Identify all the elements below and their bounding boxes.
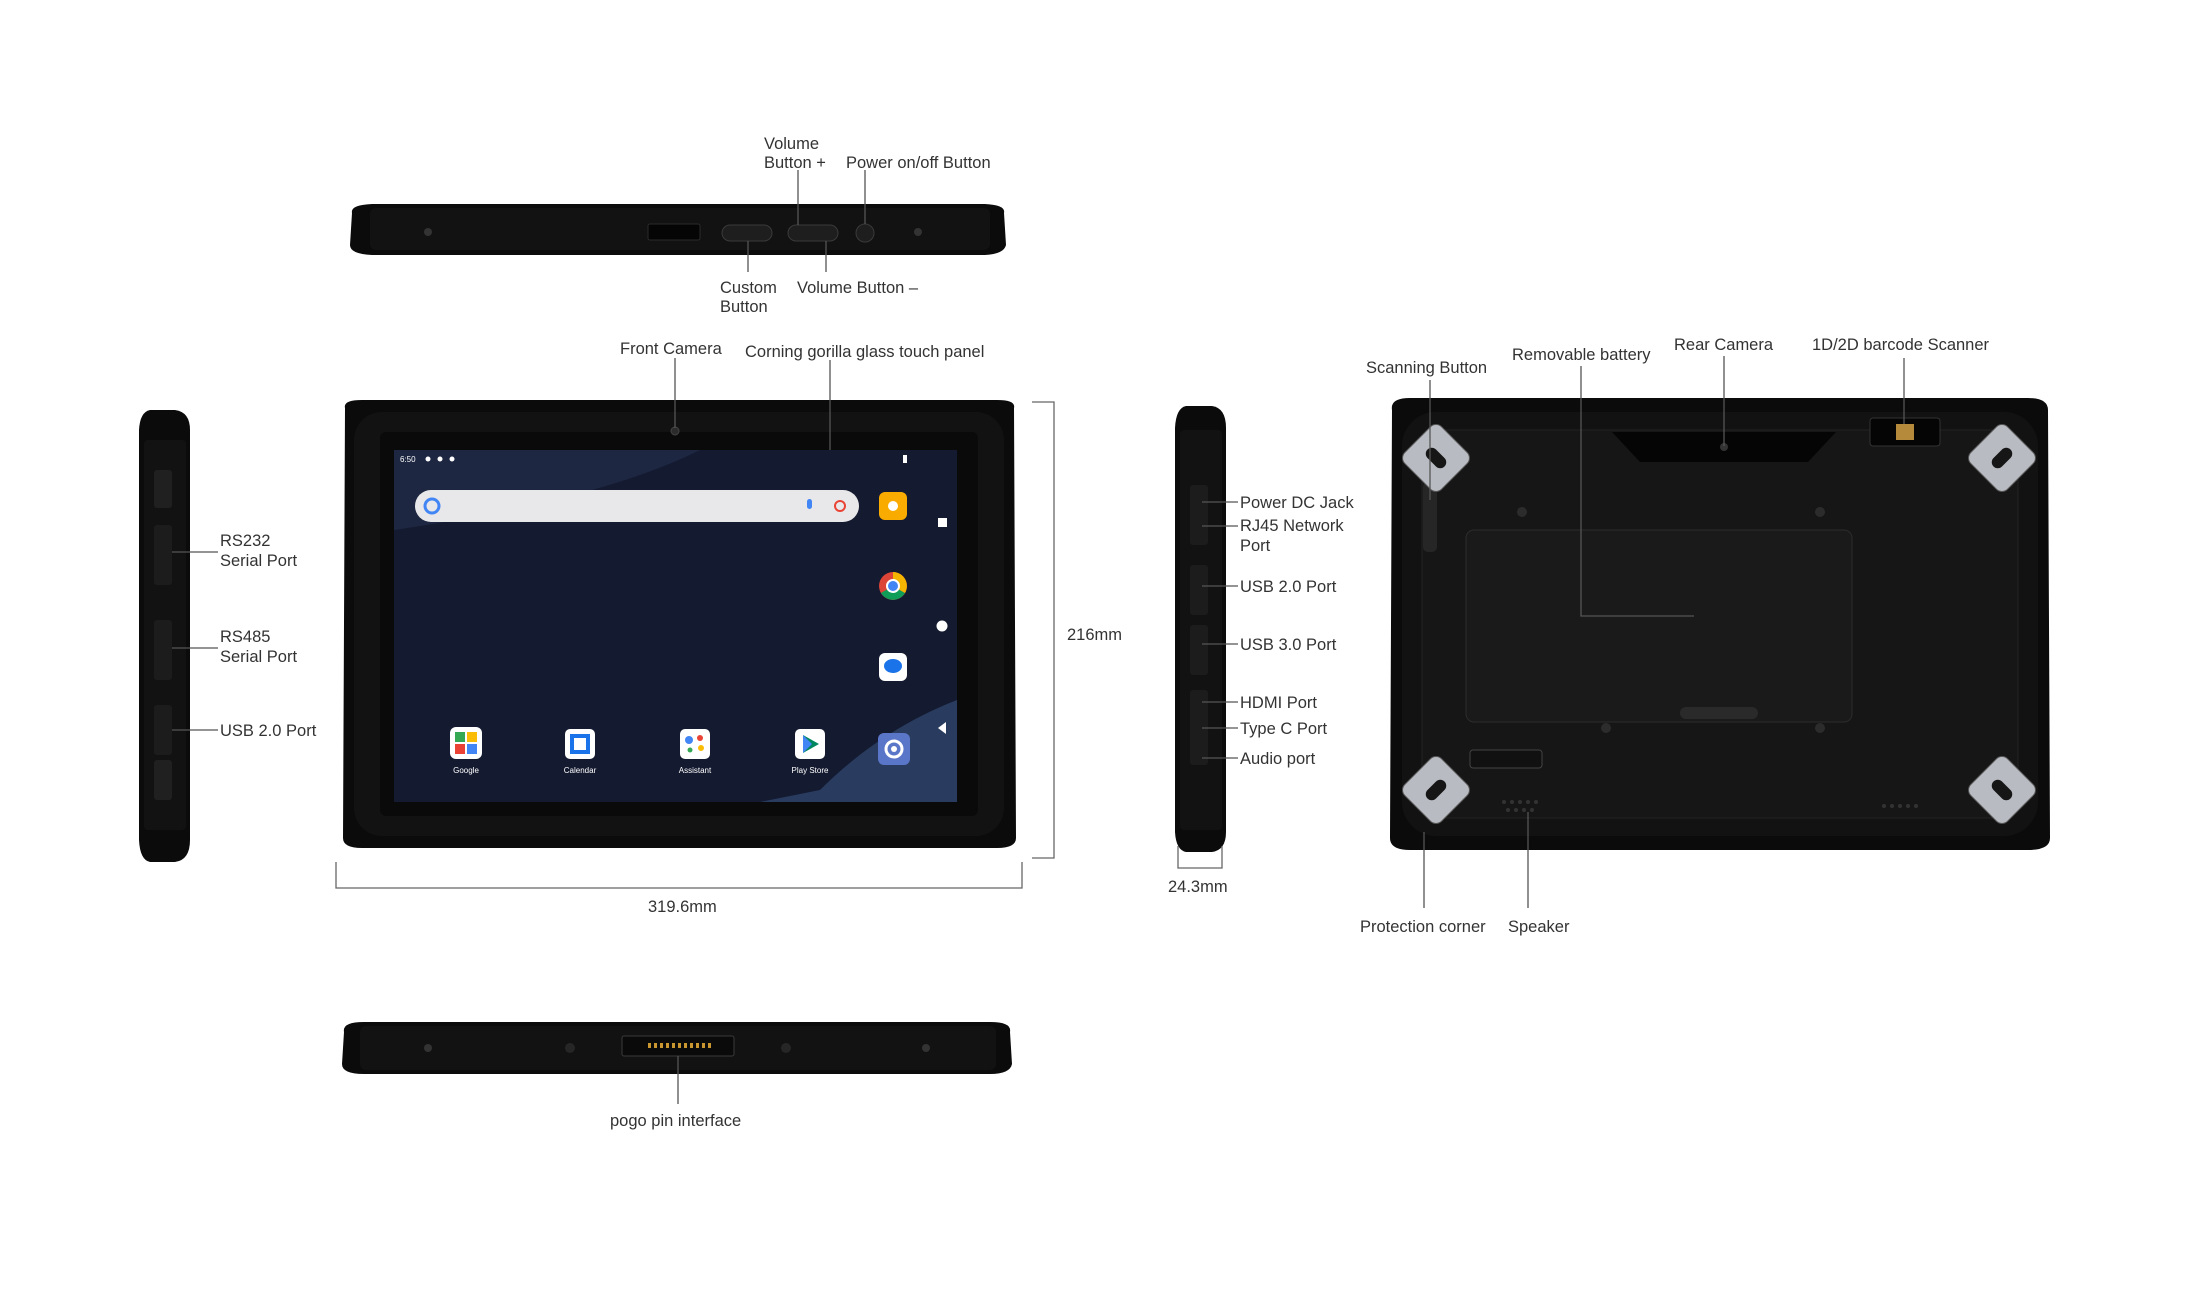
custom-button[interactable]: [721, 224, 773, 242]
touch-screen[interactable]: 6:50: [394, 450, 957, 802]
label-power-button: Power on/off Button: [846, 154, 991, 172]
port-cover: [154, 760, 172, 800]
label-usb30: USB 3.0 Port: [1240, 636, 1337, 654]
screw-icon: [424, 228, 432, 236]
rear-camera: [1720, 443, 1728, 451]
label-gorilla-glass: Corning gorilla glass touch panel: [745, 343, 984, 361]
label-rj45-2: Port: [1240, 537, 1271, 555]
label-rear-camera: Rear Camera: [1674, 336, 1774, 354]
search-bar[interactable]: [415, 490, 859, 522]
scanning-button[interactable]: [1423, 482, 1437, 552]
power-button[interactable]: [855, 223, 875, 243]
port-cover: [154, 620, 172, 680]
label-front-camera: Front Camera: [620, 340, 723, 358]
label-scanning-button: Scanning Button: [1366, 359, 1487, 377]
port-cover: [154, 470, 172, 508]
top-edge-view: [350, 204, 1006, 255]
status-icon: [437, 456, 443, 462]
screw-icon: [1601, 723, 1611, 733]
label-depth-dimension: 24.3mm: [1168, 878, 1228, 896]
app-label: Assistant: [679, 766, 712, 775]
app-assistant[interactable]: Assistant: [679, 729, 712, 775]
front-camera: [670, 426, 680, 436]
label-rs485-2: Serial Port: [220, 648, 297, 666]
label-usb20-left: USB 2.0 Port: [220, 722, 317, 740]
label-volume-plus-2: Button +: [764, 154, 826, 172]
screw-icon: [424, 1044, 432, 1052]
label-volume-plus-1: Volume: [764, 135, 819, 153]
screw-icon: [781, 1043, 791, 1053]
screw-icon: [565, 1043, 575, 1053]
label-volume-minus: Volume Button –: [797, 279, 919, 297]
front-view: 6:50: [343, 400, 1016, 848]
screw-icon: [922, 1044, 930, 1052]
battery-icon: [903, 455, 907, 463]
left-side-view: [139, 410, 190, 862]
protection-corner: [1402, 756, 1470, 824]
label-protection-corner: Protection corner: [1360, 918, 1486, 936]
protection-corner: [1968, 424, 2036, 492]
back-nav-button[interactable]: [938, 722, 946, 734]
label-height-dimension: 216mm: [1067, 626, 1122, 644]
label-custom-button-2: Button: [720, 298, 768, 316]
port-cover: [154, 525, 172, 585]
app-calendar[interactable]: Calendar: [564, 729, 597, 775]
lens-icon: [834, 500, 846, 512]
pogo-pin-interface: [621, 1035, 735, 1057]
rear-view: [1390, 398, 2050, 850]
label-rj45-1: RJ45 Network: [1240, 517, 1344, 535]
label-power-dc: Power DC Jack: [1240, 494, 1354, 512]
app-label: Calendar: [564, 766, 597, 775]
port-cover: [1190, 625, 1208, 675]
label-custom-button-1: Custom: [720, 279, 777, 297]
port-cover: [1190, 690, 1208, 765]
google-g-icon: [423, 497, 441, 515]
app-google[interactable]: Google: [450, 727, 482, 775]
microphone-icon: [807, 499, 812, 509]
screw-icon: [1815, 723, 1825, 733]
label-usb20-right: USB 2.0 Port: [1240, 578, 1337, 596]
screw-icon: [1815, 507, 1825, 517]
status-icon: [425, 456, 431, 462]
speaker-grille: [1502, 800, 1538, 812]
label-pogo-pin: pogo pin interface: [610, 1112, 741, 1130]
speaker-grille: [1882, 804, 1918, 808]
label-typec: Type C Port: [1240, 720, 1328, 738]
port-cover: [1190, 565, 1208, 615]
label-hdmi: HDMI Port: [1240, 694, 1317, 712]
status-time: 6:50: [400, 455, 416, 464]
label-speaker: Speaker: [1508, 918, 1570, 936]
right-side-view: [1175, 406, 1226, 852]
label-barcode-scanner: 1D/2D barcode Scanner: [1812, 336, 1990, 354]
settings-icon[interactable]: [878, 733, 910, 765]
battery-latch: [1680, 707, 1758, 719]
bottom-edge-view: [342, 1022, 1012, 1074]
protection-corner: [1402, 424, 1470, 492]
home-nav-button[interactable]: [936, 620, 948, 632]
app-label: Play Store: [792, 766, 829, 775]
label-rs232-2: Serial Port: [220, 552, 297, 570]
label-rs232-1: RS232: [220, 532, 270, 550]
status-icon: [449, 456, 455, 462]
protection-corner: [1968, 756, 2036, 824]
app-label: Google: [453, 766, 479, 775]
volume-button[interactable]: [787, 224, 839, 242]
port-cover: [154, 705, 172, 755]
screw-icon: [1517, 507, 1527, 517]
removable-battery: [1465, 529, 1853, 723]
recents-nav-button[interactable]: [938, 518, 947, 527]
app-play-store[interactable]: Play Store: [792, 729, 829, 775]
label-width-dimension: 319.6mm: [648, 898, 717, 916]
port-cover: [1190, 485, 1208, 545]
vent-slot: [647, 223, 701, 241]
screw-icon: [914, 228, 922, 236]
rear-connector: [1469, 749, 1543, 769]
label-removable-battery: Removable battery: [1512, 346, 1651, 364]
label-audio: Audio port: [1240, 750, 1316, 768]
label-rs485-1: RS485: [220, 628, 270, 646]
